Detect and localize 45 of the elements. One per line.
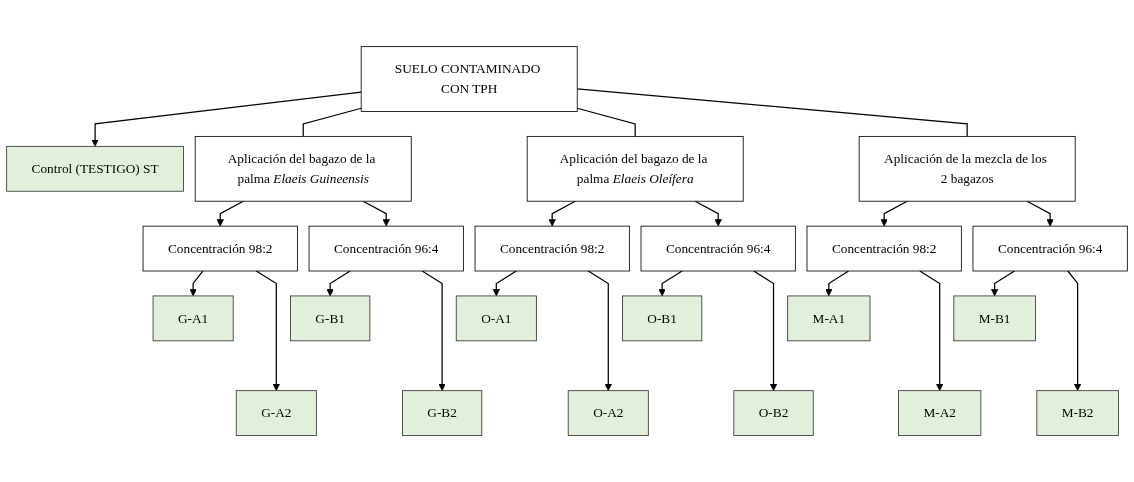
arrow [1026, 200, 1054, 227]
arrow [880, 200, 908, 227]
node-box: Concentración 96:4 [640, 225, 796, 272]
connector [302, 107, 362, 137]
node-box: G-A1 [152, 295, 234, 342]
arrow [362, 200, 390, 227]
node-box: M-B2 [1036, 390, 1119, 436]
node-box: Concentración 96:4 [972, 225, 1128, 272]
connector [576, 88, 968, 137]
node-box: O-B1 [622, 295, 703, 342]
arrow [326, 270, 351, 297]
arrow [753, 270, 778, 391]
arrow [658, 270, 683, 297]
arrow [587, 270, 612, 391]
arrow [694, 200, 722, 227]
arrow [189, 270, 204, 297]
arrow [255, 270, 280, 391]
node-box: Aplicación del bagazo de la palma Elaeis Oleífera [526, 135, 744, 202]
node-box: Aplicación del bagazo de la palma Elaeis Guineensis [194, 135, 412, 202]
arrow [919, 270, 944, 391]
arrow [91, 91, 362, 147]
connector [576, 107, 636, 137]
node-box: G-B2 [402, 390, 483, 436]
node-box: O-B2 [733, 390, 814, 436]
arrow [492, 270, 517, 297]
node-box: Control (TESTIGO) ST [6, 145, 184, 192]
arrow [825, 270, 850, 297]
node-box: SUELO CONTAMINADO CON TPH [360, 46, 578, 112]
node-box: M-A2 [898, 390, 982, 436]
node-box: Concentración 98:2 [806, 225, 962, 272]
arrow [216, 200, 244, 227]
node-box: Concentración 98:2 [142, 225, 298, 272]
arrow [548, 200, 576, 227]
node-box: O-A1 [455, 295, 537, 342]
node-box: M-A1 [787, 295, 871, 342]
arrow [991, 270, 1016, 297]
node-box: G-A2 [235, 390, 317, 436]
node-box: G-B1 [290, 295, 371, 342]
node-box: Concentración 96:4 [308, 225, 464, 272]
arrow [1067, 270, 1082, 391]
node-box: Concentración 98:2 [474, 225, 630, 272]
node-box: Aplicación de la mezcla de los 2 bagazos [858, 135, 1076, 202]
node-box: M-B1 [953, 295, 1036, 342]
arrow [421, 270, 446, 391]
node-box: O-A2 [567, 390, 649, 436]
